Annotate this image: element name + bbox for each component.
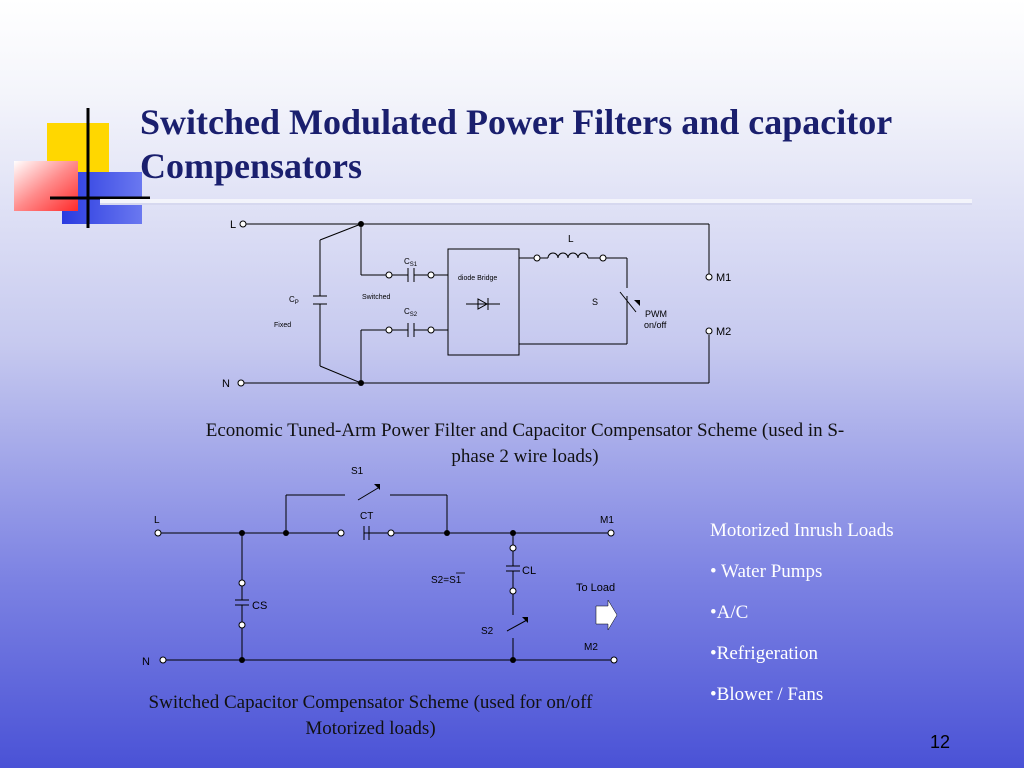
diagram1-terminals [237,220,713,387]
d1-label-S: S [592,297,598,307]
red-square [14,161,78,211]
diagram2-terminals [154,529,618,664]
junction-dot [358,380,364,386]
junction-dot [358,221,364,227]
d2-label-S2eq: S2=S1 [431,575,462,586]
d1-label-fixed: Fixed [274,322,291,329]
diagram2-junctions [239,530,516,663]
d1-label-L-terminal: L [230,219,236,231]
d2-label-CT: CT [360,511,373,522]
diagram1-wires [244,223,710,384]
d2-label-to-load: To Load [576,582,615,594]
list-item: • Water Pumps [710,561,823,582]
d1-label-CP: CP [289,295,299,306]
switch-s1-arrow [374,484,380,490]
title-line-1: Switched Modulated Power Filters and cap… [140,102,893,142]
d2-label-S1: S1 [351,466,364,477]
d2-label-CL: CL [522,565,536,577]
caption2-line1: Switched Capacitor Compensator Scheme (u… [148,692,593,713]
d2-label-M2: M2 [584,642,598,653]
page-number: 12 [930,732,951,752]
d1-label-onoff: on/off [644,320,667,330]
slide-title: Switched Modulated Power Filters and cap… [140,100,1000,188]
motorized-loads-list: Motorized Inrush Loads • Water Pumps •A/… [710,518,1010,723]
d1-label-M1: M1 [716,272,731,284]
caption2-line2: Motorized loads) [305,718,436,739]
loads-heading: Motorized Inrush Loads [710,520,894,541]
caption1-line1: Economic Tuned-Arm Power Filter and Capa… [205,420,845,441]
title-underline-shadow [100,203,972,205]
d2-label-M1: M1 [600,515,614,526]
title-line-2: Compensators [140,146,362,186]
d1-label-M2: M2 [716,326,731,338]
diagram1-caption: Economic Tuned-Arm Power Filter and Capa… [135,418,915,470]
d1-label-CS2: CS2 [404,307,418,318]
list-item: •A/C [710,602,749,623]
decorative-logo [14,108,150,228]
to-load-arrow [595,599,618,631]
d1-label-PWM: PWM [645,309,667,319]
d1-label-inductor: L [568,234,574,245]
d1-label-CS1: CS1 [404,257,418,268]
d2-label-S2: S2 [481,626,494,637]
diagram2-caption: Switched Capacitor Compensator Scheme (u… [98,690,643,742]
d2-label-CS: CS [252,600,267,612]
title-underline [100,199,972,203]
d1-label-N-terminal: N [222,378,230,390]
caption1-line2: phase 2 wire loads) [451,446,599,467]
list-item: •Refrigeration [710,643,818,664]
switch-s-arrow [634,300,640,306]
list-item: •Blower / Fans [710,684,824,705]
diode-symbol [477,298,489,310]
diagram2-wires [160,487,613,661]
d2-label-N: N [142,656,150,668]
d1-label-diode-bridge: diode Bridge [458,275,497,282]
switch-s2-arrow [522,617,528,623]
d1-label-switched: Switched [362,294,391,301]
d2-label-L: L [154,515,160,526]
